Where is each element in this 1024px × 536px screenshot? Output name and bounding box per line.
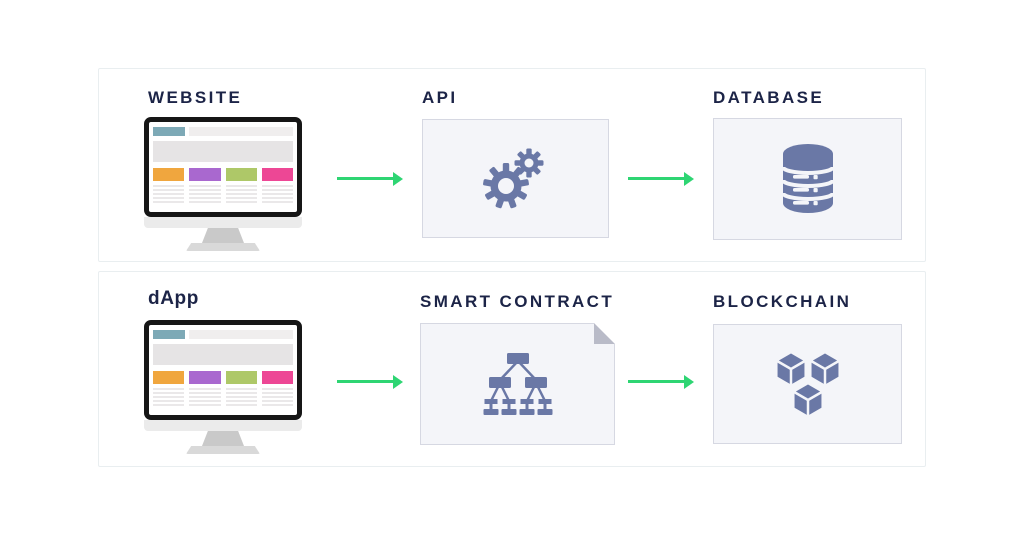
monitor-browser-topbar: [153, 127, 293, 136]
monitor-content-columns: [153, 168, 293, 205]
monitor-chin: [144, 217, 302, 228]
blockchain-box: [713, 324, 902, 444]
monitor-logo-block: [153, 127, 185, 136]
green-right-arrow-icon: [337, 374, 403, 389]
database-box: [713, 118, 902, 240]
monitor-column: [153, 371, 185, 408]
monitor-stand-neck: [202, 228, 244, 243]
monitor-stand-base: [186, 446, 260, 454]
smart-contract-box: [420, 323, 615, 445]
contract-tree-icon: [483, 353, 552, 415]
monitor-screen: [144, 320, 302, 420]
cube-bottom: [791, 381, 824, 419]
monitor-column: [189, 371, 221, 408]
api-label: API: [422, 88, 458, 107]
monitor-column: [261, 168, 293, 205]
monitor-tile-green: [225, 371, 257, 384]
monitor-tile-purple: [189, 371, 221, 384]
green-right-arrow-icon: [628, 171, 694, 186]
monitor-tile-orange: [153, 168, 185, 181]
monitor-chin: [144, 420, 302, 431]
monitor-logo-block: [153, 330, 185, 339]
monitor-icon: [144, 320, 302, 454]
monitor-navbar-block: [189, 127, 293, 136]
website-label: WEBSITE: [148, 88, 243, 107]
database-label: DATABASE: [713, 88, 825, 107]
monitor-browser-topbar: [153, 330, 293, 339]
monitor-column: [261, 371, 293, 408]
blockchain-cubes-icon: [774, 350, 841, 419]
blockchain-label: BLOCKCHAIN: [713, 292, 852, 311]
monitor-tile-pink: [261, 168, 293, 181]
monitor-tile-purple: [189, 168, 221, 181]
monitor-tile-orange: [153, 371, 185, 384]
monitor-column: [153, 168, 185, 205]
monitor-screen: [144, 117, 302, 217]
monitor-banner-block: [153, 141, 293, 162]
green-right-arrow-icon: [337, 171, 403, 186]
monitor-column: [189, 168, 221, 205]
monitor-column: [225, 371, 257, 408]
api-box: [422, 119, 609, 238]
cube-top-left: [774, 350, 807, 388]
dapp-label: dApp: [148, 288, 199, 309]
monitor-tile-pink: [261, 371, 293, 384]
database-icon: [780, 144, 835, 213]
cube-top-right: [808, 350, 841, 388]
monitor-stand-neck: [202, 431, 244, 446]
monitor-stand-base: [186, 243, 260, 251]
monitor-icon: [144, 117, 302, 251]
monitor-tile-green: [225, 168, 257, 181]
monitor-column: [225, 168, 257, 205]
smart-contract-label: SMART CONTRACT: [420, 292, 615, 311]
monitor-navbar-block: [189, 330, 293, 339]
gears-icon: [482, 148, 543, 208]
monitor-banner-block: [153, 344, 293, 365]
green-right-arrow-icon: [628, 374, 694, 389]
folded-corner-icon: [594, 323, 615, 344]
monitor-content-columns: [153, 371, 293, 408]
